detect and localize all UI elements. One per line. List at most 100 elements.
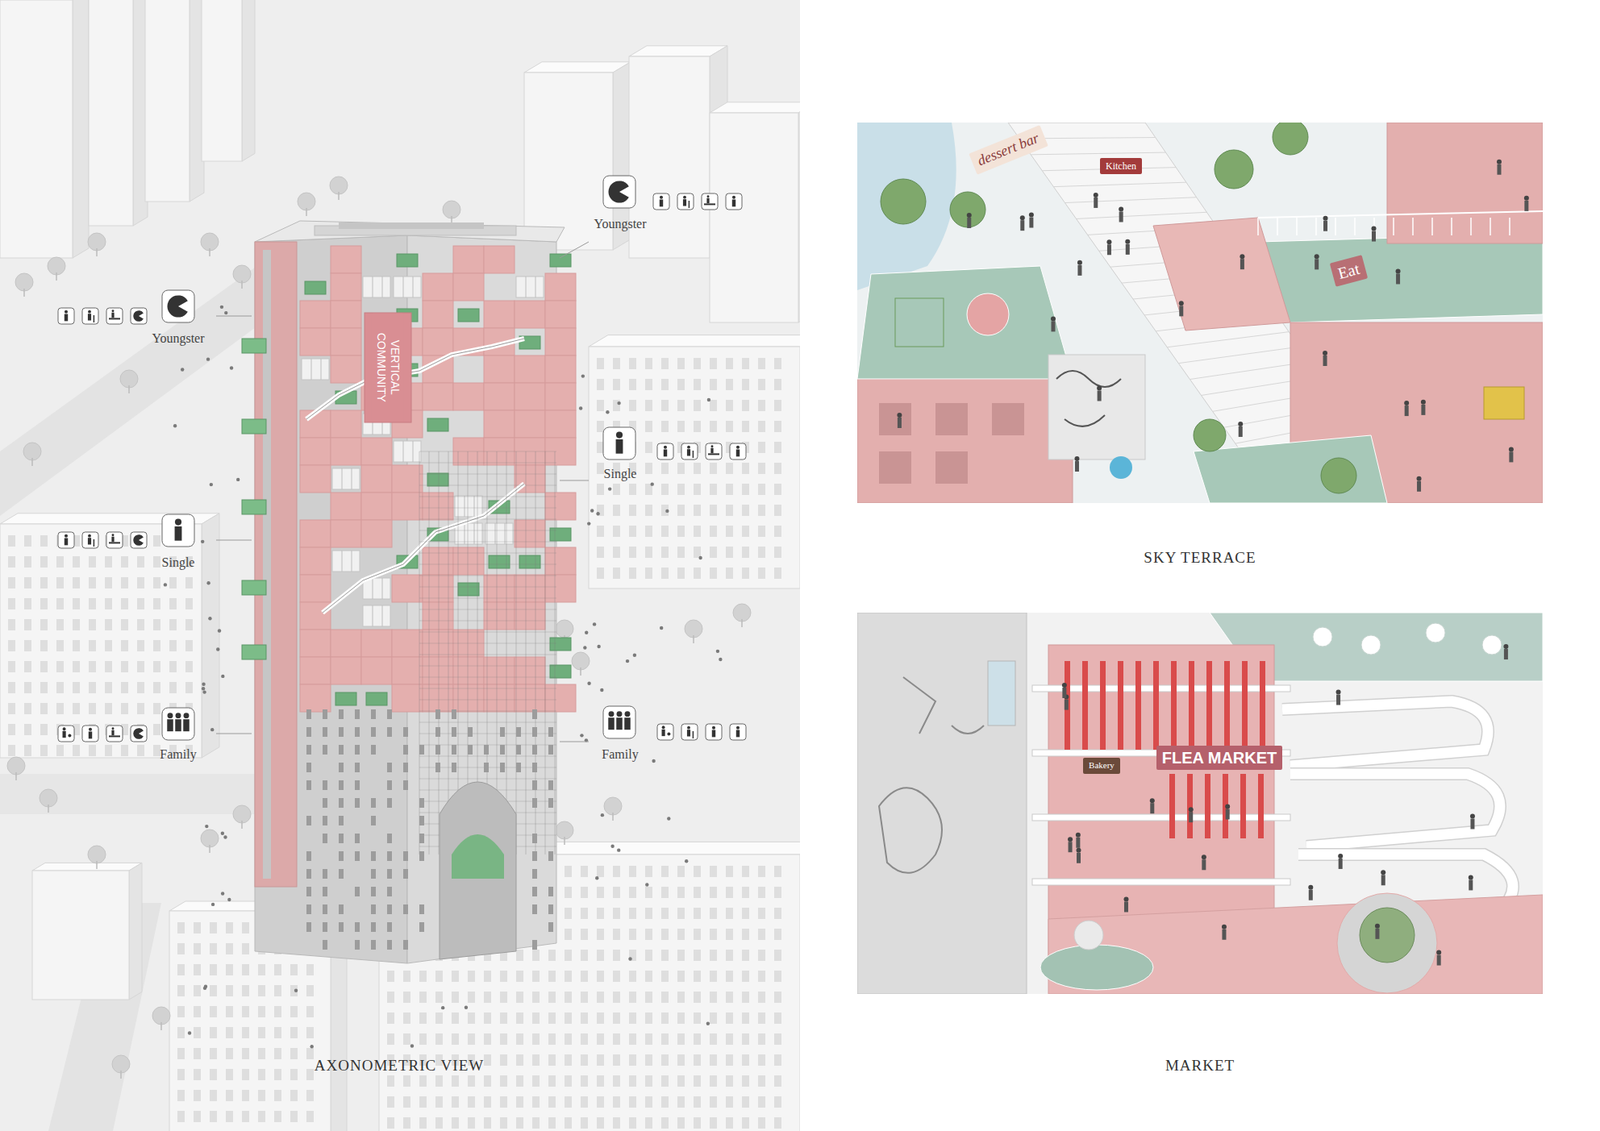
person-body [1075, 461, 1080, 472]
window-slit [403, 762, 409, 773]
tree [200, 829, 219, 848]
person-body [1188, 812, 1193, 823]
tree-trunk [160, 1022, 163, 1031]
person-dot [600, 688, 604, 692]
stair-ribbon [322, 483, 525, 613]
window [153, 640, 161, 652]
person-dot [294, 989, 298, 993]
tree [555, 620, 574, 638]
lattice [545, 451, 546, 855]
window [153, 619, 161, 631]
window [403, 1012, 411, 1025]
icon [653, 193, 670, 210]
person-dot [616, 401, 621, 405]
window-slit [354, 745, 360, 755]
window-slit [419, 922, 425, 933]
window [629, 929, 637, 941]
person-head [616, 711, 623, 717]
window [709, 887, 717, 899]
icon-frame [657, 724, 674, 741]
window [40, 535, 48, 547]
cane [688, 200, 691, 209]
person-head [1125, 239, 1130, 245]
window [104, 682, 113, 694]
window [185, 640, 193, 652]
window [645, 866, 653, 878]
window [241, 964, 250, 976]
person-dot [579, 733, 584, 738]
window [645, 1054, 653, 1067]
window-slit [354, 940, 360, 950]
glass-grid [332, 468, 360, 490]
window [758, 1054, 766, 1067]
green-balcony [550, 528, 571, 542]
window [532, 1033, 540, 1046]
person-head [1020, 215, 1025, 221]
window [241, 1027, 250, 1039]
window [467, 1117, 475, 1130]
person-body [1314, 258, 1319, 270]
icon [657, 724, 674, 741]
window [709, 991, 717, 1004]
user-label: Single [162, 554, 196, 571]
window [177, 1048, 185, 1060]
window [483, 991, 492, 1004]
person-head [1076, 848, 1082, 854]
icon-frame [82, 532, 99, 549]
window-slit [338, 762, 344, 773]
window-slit [548, 745, 554, 755]
window [612, 400, 621, 412]
pink-unit [330, 355, 362, 384]
window [8, 661, 16, 673]
pink-unit [330, 520, 362, 548]
icon-frame [729, 724, 746, 741]
person-body [712, 730, 716, 738]
window [258, 985, 266, 997]
person-dot [216, 647, 220, 651]
window [612, 567, 621, 580]
window [72, 703, 80, 715]
window [258, 964, 266, 976]
lattice [419, 598, 557, 600]
window [225, 922, 234, 934]
window [709, 1075, 717, 1088]
window [709, 866, 717, 878]
window-slit [548, 922, 554, 933]
window [774, 441, 782, 454]
play-disc [966, 293, 1009, 336]
window [290, 1090, 298, 1102]
mural-sketch [1056, 370, 1121, 427]
red-bar [1259, 661, 1266, 750]
window [596, 567, 605, 580]
window [645, 991, 653, 1004]
roof-court [338, 222, 484, 230]
building-side [201, 513, 220, 759]
window [629, 504, 637, 517]
building-roof [524, 62, 631, 73]
window [612, 887, 621, 899]
grid-line [403, 276, 405, 298]
window [137, 682, 145, 694]
red-bar [1064, 661, 1071, 750]
lattice [419, 587, 557, 588]
window [193, 943, 201, 955]
window-slit [532, 709, 538, 720]
window-slit [370, 851, 376, 862]
window-slit [435, 727, 441, 738]
person-head [1416, 476, 1422, 482]
window [693, 379, 701, 391]
window [88, 640, 96, 652]
window [774, 567, 782, 580]
window [516, 1054, 524, 1067]
window-slit [306, 709, 312, 720]
person-head [711, 445, 714, 448]
window [580, 950, 588, 962]
cane [692, 731, 695, 739]
window [306, 1069, 314, 1081]
window [629, 1033, 637, 1046]
window [185, 682, 193, 694]
window [435, 970, 443, 983]
window-slit [467, 727, 473, 738]
leader-line [216, 316, 252, 317]
icon-frame [725, 193, 742, 210]
